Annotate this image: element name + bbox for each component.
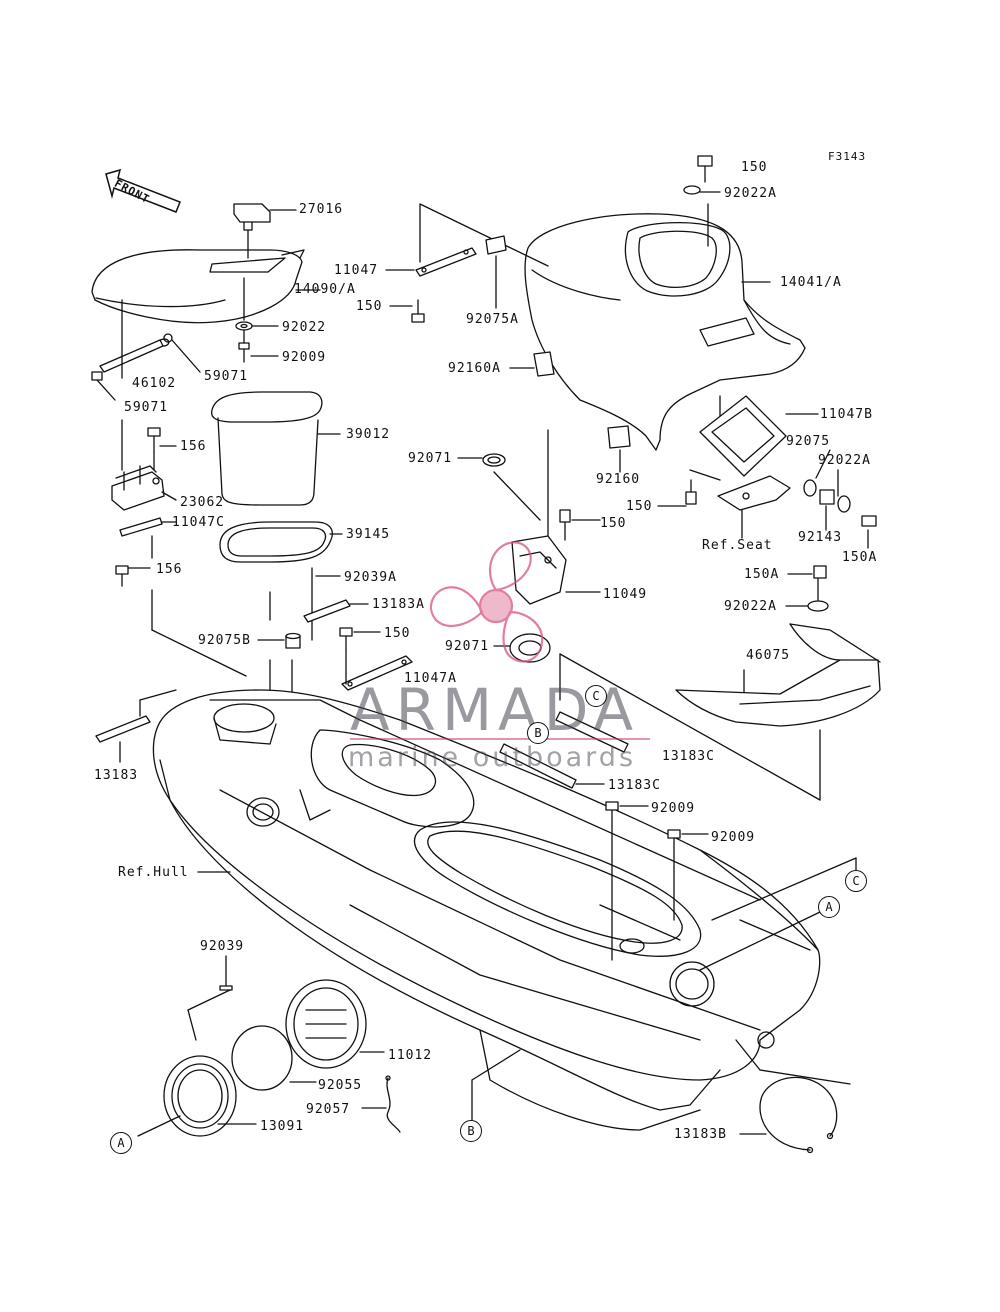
part-label: 14041/A (780, 275, 842, 290)
figure-code: F3143 (828, 150, 867, 163)
ring-13091 (163, 1055, 237, 1137)
part-label: 92071 (445, 639, 490, 654)
part-label: 92009 (651, 801, 696, 816)
latch-27016 (233, 203, 297, 259)
part-label: 46075 (746, 648, 791, 663)
part-label: 150A (842, 550, 878, 565)
part-label: 14090/A (294, 282, 356, 297)
callout-b: B (460, 1120, 482, 1142)
part-label: 11047C (172, 515, 225, 530)
part-label: 39145 (346, 527, 391, 542)
part-label: 39012 (346, 427, 391, 442)
armada-logo (429, 541, 544, 663)
grille-11012 (285, 979, 367, 1069)
part-label: 92160 (596, 472, 641, 487)
part-label: 150 (356, 299, 383, 314)
part-label: 23062 (180, 495, 225, 510)
part-label: 13091 (260, 1119, 305, 1134)
part-label: 156 (180, 439, 207, 454)
part-label: 150A (744, 567, 780, 582)
part-label: 92009 (711, 830, 756, 845)
part-label: 13183B (674, 1127, 727, 1142)
part-label: 150 (741, 160, 768, 175)
part-label: 92022A (724, 186, 777, 201)
callout-c: C (585, 685, 607, 707)
hull-part (152, 689, 821, 1131)
part-label: 92055 (318, 1078, 363, 1093)
watermark-rule (350, 738, 650, 740)
hinge-bracket (111, 465, 177, 511)
part-label: 11012 (388, 1048, 433, 1063)
part-label: 46102 (132, 376, 177, 391)
part-label: 150 (600, 516, 627, 531)
watermark-subtitle: marine outboards (348, 742, 637, 773)
part-label: 11047B (820, 407, 873, 422)
part-label: 150 (384, 626, 411, 641)
part-label: 59071 (124, 400, 169, 415)
watermark-title: ARMADA (350, 676, 640, 744)
seat-part (91, 249, 305, 324)
part-label: 13183A (372, 597, 425, 612)
part-label: 92009 (282, 350, 327, 365)
part-label: 92071 (408, 451, 453, 466)
part-label: 11047 (334, 263, 379, 278)
part-label: 92022 (282, 320, 327, 335)
part-label: 150 (626, 499, 653, 514)
part-label: 92039 (200, 939, 245, 954)
part-label: 59071 (204, 369, 249, 384)
callout-c: C (845, 870, 867, 892)
part-label: 92143 (798, 530, 843, 545)
storage-bucket (210, 391, 341, 506)
part-label: 92022A (724, 599, 777, 614)
part-label: 11047A (404, 671, 457, 686)
part-label: 27016 (299, 202, 344, 217)
part-label: 92075A (466, 312, 519, 327)
front-arrow-icon (105, 168, 181, 213)
callout-b: B (527, 722, 549, 744)
part-label: Ref.Seat (702, 538, 773, 553)
callout-a: A (818, 896, 840, 918)
part-label: 92160A (448, 361, 501, 376)
callout-a: A (110, 1132, 132, 1154)
part-label: 92075B (198, 633, 251, 648)
part-label: Ref.Hull (118, 865, 189, 880)
part-label: 11049 (603, 587, 648, 602)
handle-46075 (675, 623, 881, 727)
part-label: 156 (156, 562, 183, 577)
part-label: 92075 (786, 434, 831, 449)
part-label: 92057 (306, 1102, 351, 1117)
part-label: 92022A (818, 453, 871, 468)
part-label: 13183 (94, 768, 139, 783)
part-label: 13183C (662, 749, 715, 764)
part-label: 13183C (608, 778, 661, 793)
part-label: 92039A (344, 570, 397, 585)
